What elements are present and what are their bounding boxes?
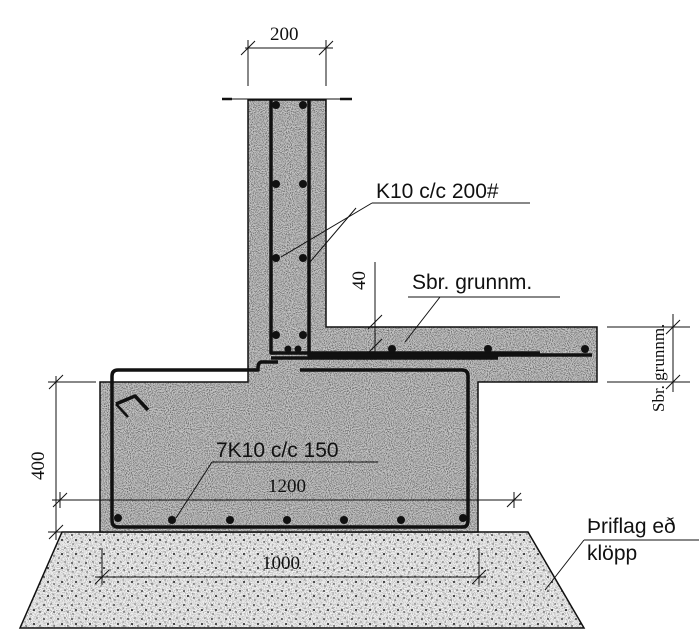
dim-footing-width-value: 1200	[268, 476, 306, 497]
dim-slab-cover-value: 40	[349, 271, 370, 290]
concrete-section	[99, 99, 598, 533]
leader-base	[544, 539, 699, 591]
dim-base-width-value: 1000	[262, 553, 300, 574]
dim-slab-cover	[367, 262, 383, 354]
dim-wall-width	[240, 40, 334, 86]
reinforcement-bars	[110, 100, 592, 529]
label-wall-rebar: K10 c/c 200#	[376, 180, 499, 203]
label-base-line2: klöpp	[587, 542, 637, 565]
label-footing-rebar: 7K10 c/c 150	[216, 439, 339, 462]
dim-footing-width	[52, 492, 522, 508]
leader-footing-rebar	[175, 461, 378, 519]
dim-slab-thickness-value: Sbr. grunnm.	[649, 324, 668, 412]
label-base-line1: Þriflag eð	[587, 515, 676, 538]
label-slab-ref: Sbr. grunnm.	[412, 271, 532, 294]
gravel-base	[18, 531, 586, 629]
dim-wall-width-value: 200	[270, 24, 299, 45]
dim-base-width	[94, 548, 487, 585]
leader-wall-rebar	[280, 202, 530, 263]
leader-slab-ref	[404, 296, 560, 343]
dim-footing-height	[48, 374, 96, 540]
rebar-dots	[114, 101, 589, 524]
dim-footing-height-value: 400	[28, 452, 49, 481]
dim-slab-thickness	[607, 314, 690, 392]
